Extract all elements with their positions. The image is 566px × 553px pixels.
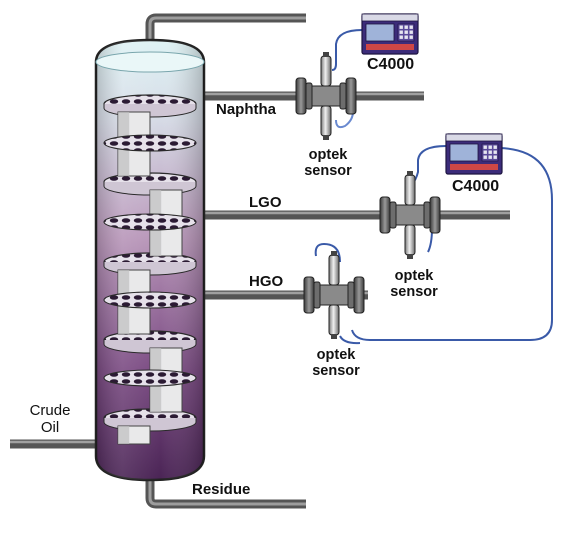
hgo-label: HGO: [249, 273, 284, 290]
flange: [305, 82, 313, 110]
analyzer-screen: [449, 143, 479, 162]
sensor-label-line2: sensor: [304, 163, 352, 180]
sensor-label-line1: optek: [308, 147, 348, 163]
residue-label: Residue: [192, 481, 251, 498]
naphtha-label: Naphtha: [216, 101, 276, 118]
sensor-body: [319, 284, 349, 306]
analyzer-header: [445, 133, 503, 142]
column-trays: [103, 94, 197, 445]
sensor-probe: [320, 55, 332, 87]
sensor-label-line2: sensor: [312, 363, 360, 380]
analyzer-label: C4000: [452, 178, 500, 195]
crude-oil-label: Crude Oil: [24, 402, 76, 436]
c4000-analyzer: [361, 13, 419, 55]
analyzer-label: C4000: [367, 56, 415, 73]
sensor-label-line1: optek: [316, 347, 356, 363]
sensor-body: [311, 85, 341, 107]
crude-oil-label-line1: Crude: [29, 402, 71, 419]
analyzer-header: [361, 13, 419, 22]
sensor-label: optek sensor: [304, 347, 368, 379]
sensor-label: optek sensor: [296, 147, 360, 179]
flange: [295, 77, 307, 115]
tray: [103, 369, 197, 387]
flange: [423, 201, 431, 229]
pipes: [10, 13, 510, 509]
sensor-probe: [328, 254, 340, 286]
tray: [103, 291, 197, 309]
flange: [339, 82, 347, 110]
tray: [103, 213, 197, 231]
sensor-probe: [328, 304, 340, 336]
analyzer-status-strip: [366, 44, 414, 50]
tray: [103, 134, 197, 152]
sensor-label-line1: optek: [394, 268, 434, 284]
flange: [345, 77, 357, 115]
distillation-column: [94, 38, 206, 482]
tray-baffle: [117, 425, 151, 445]
sensor-probe: [404, 224, 416, 256]
sensor-label: optek sensor: [382, 268, 446, 300]
sensor-hgo: [303, 251, 365, 339]
sensor-label-line2: sensor: [390, 284, 438, 301]
sensor-body: [395, 204, 425, 226]
flange: [313, 281, 321, 309]
c4000-analyzer: [445, 133, 503, 175]
flange: [429, 196, 441, 234]
flange: [379, 196, 391, 234]
sensor-lgo: [379, 171, 441, 259]
flange: [389, 201, 397, 229]
sensor-probe: [404, 174, 416, 206]
lgo-label: LGO: [249, 194, 282, 211]
flange: [353, 276, 365, 314]
flange: [303, 276, 315, 314]
analyzer-screen: [365, 23, 395, 42]
crude-oil-label-line2: Oil: [40, 418, 60, 436]
analyzer-status-strip: [450, 164, 498, 170]
sensor-probe: [320, 105, 332, 137]
sensor-naphtha: [295, 52, 357, 140]
flange: [347, 281, 355, 309]
